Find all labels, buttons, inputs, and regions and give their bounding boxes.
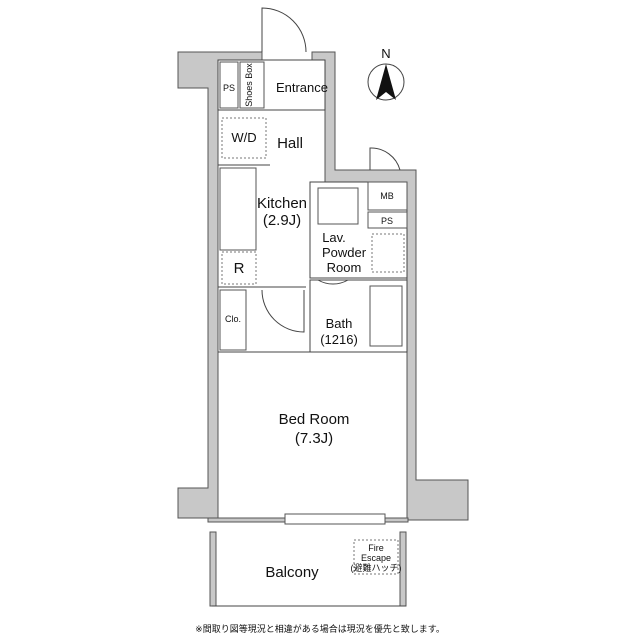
kitchen-size-label: (2.9J) bbox=[263, 212, 301, 229]
fridge-box bbox=[221, 251, 257, 285]
ps-mid-label: PS bbox=[381, 216, 393, 226]
balcony-wall-left bbox=[209, 531, 217, 607]
lav-label-1: Lav. bbox=[322, 230, 346, 245]
washer-space bbox=[371, 233, 405, 273]
mb-box bbox=[367, 181, 408, 211]
interior-lines bbox=[212, 59, 408, 607]
ps-top-box bbox=[219, 61, 239, 109]
hall-door bbox=[261, 289, 305, 333]
fire-escape-label-1: Fire bbox=[368, 543, 384, 553]
bedroom-label: Bed Room bbox=[279, 411, 350, 428]
left-wall bbox=[177, 51, 263, 519]
bath-size-label: (1216) bbox=[320, 332, 358, 347]
fridge-label: R bbox=[234, 260, 245, 277]
shoe-box bbox=[239, 61, 265, 109]
balcony-window bbox=[284, 513, 386, 525]
lav-room bbox=[309, 181, 408, 279]
bath-label: Bath bbox=[326, 316, 353, 331]
mb-door bbox=[369, 147, 401, 171]
entrance-label: Entrance bbox=[276, 80, 328, 95]
compass-label: N bbox=[381, 46, 390, 61]
bathtub bbox=[369, 285, 403, 347]
lav-label-3: Room bbox=[327, 260, 362, 275]
bath-door bbox=[317, 279, 349, 285]
kitchen-counter bbox=[219, 167, 257, 251]
compass: N bbox=[367, 46, 405, 101]
wd-label: W/D bbox=[231, 130, 256, 145]
fire-escape-box bbox=[353, 539, 399, 575]
footnote: ※間取り図等現況と相違がある場合は現況を優先と致します。 bbox=[195, 623, 445, 634]
compass-arrow bbox=[376, 64, 396, 100]
wd-box bbox=[221, 117, 267, 159]
fire-escape-label-2: Escape bbox=[361, 553, 391, 563]
hall-label: Hall bbox=[277, 135, 303, 152]
fire-escape-label-3: (避難ハッチ) bbox=[351, 562, 402, 573]
doors bbox=[261, 7, 401, 333]
room-labels: PS Shoes Box Entrance W/D Hall MB PS Kit… bbox=[223, 63, 402, 581]
shoe-box-label: Shoes Box bbox=[244, 63, 254, 107]
bedroom-size-label: (7.3J) bbox=[295, 430, 333, 447]
ps-top-label: PS bbox=[223, 83, 235, 93]
closet-box bbox=[219, 289, 247, 351]
lav-label-2: Powder bbox=[322, 245, 367, 260]
mb-label: MB bbox=[380, 191, 394, 201]
balcony-label: Balcony bbox=[265, 564, 319, 581]
closet-label: Clo. bbox=[225, 314, 241, 324]
ps-mid-box bbox=[367, 211, 408, 229]
washbasin bbox=[317, 187, 359, 225]
kitchen-label: Kitchen bbox=[257, 195, 307, 212]
entrance-door bbox=[261, 7, 307, 53]
